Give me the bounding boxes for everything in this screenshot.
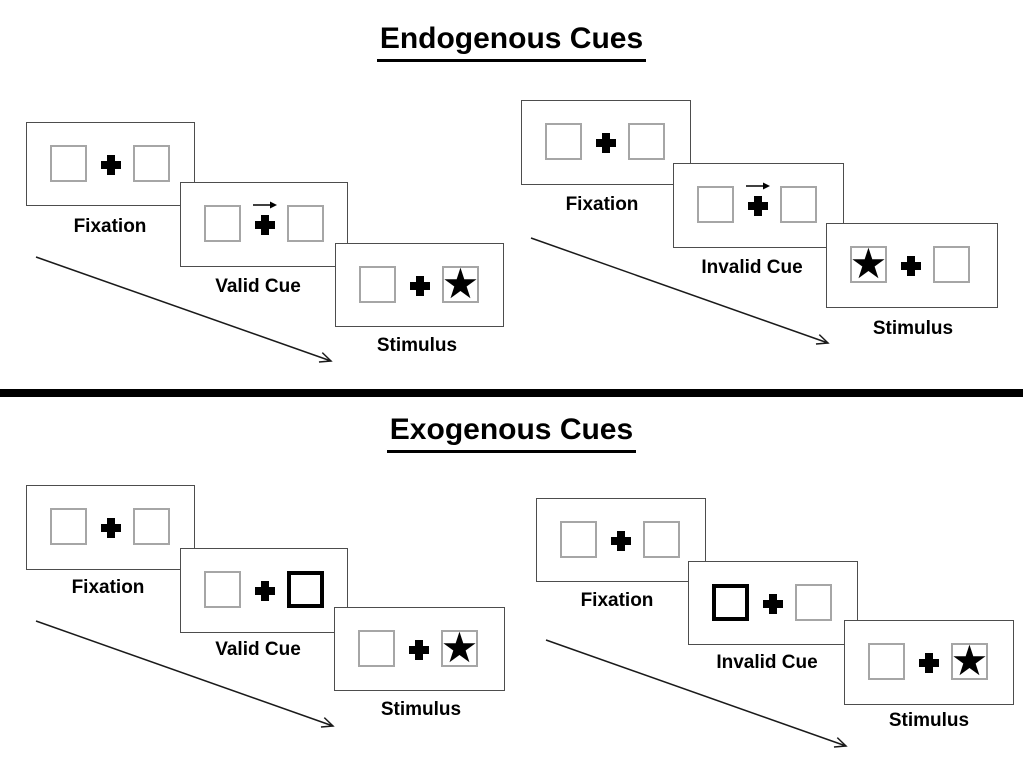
exogenous-invalid-timeline-arrow: [545, 639, 848, 748]
endogenous-section-title: Endogenous Cues: [0, 22, 1023, 62]
left-box: [697, 186, 734, 223]
endogenous-invalid-timeline-arrow: [530, 237, 830, 345]
step-label-invalid-cue: Invalid Cue: [701, 257, 803, 278]
fixation-cross-icon: [255, 581, 275, 601]
fixation-cross-icon: [748, 196, 768, 216]
left-box: [50, 145, 87, 182]
left-box: [204, 205, 241, 242]
right-arrow-cue-icon: [746, 182, 770, 190]
right-box: [780, 186, 817, 223]
fixation-cross-icon: [596, 133, 616, 153]
right-box: [643, 521, 680, 558]
step-label-invalid-cue: Invalid Cue: [716, 652, 818, 673]
right-box: [287, 205, 324, 242]
left-box: [50, 508, 87, 545]
exogenous-valid-fixation-panel: [26, 485, 195, 570]
right-box: [933, 246, 970, 283]
right-box-bold-cue: [287, 571, 324, 608]
right-box-with-star: ★: [441, 259, 480, 308]
left-box-with-star: ★: [849, 239, 888, 288]
fixation-cross-icon: [409, 640, 429, 660]
exogenous-title-text: Exogenous Cues: [386, 413, 637, 453]
exogenous-valid-cue-panel: [180, 548, 348, 633]
fixation-cross-icon: [410, 276, 430, 296]
exogenous-invalid-stimulus-panel: ★: [844, 620, 1014, 705]
left-box: [545, 123, 582, 160]
step-label-stimulus: Stimulus: [888, 710, 970, 731]
fixation-cross-icon: [919, 653, 939, 673]
step-label-stimulus: Stimulus: [376, 335, 458, 356]
left-box: [204, 571, 241, 608]
right-box-with-star: ★: [440, 623, 479, 672]
endogenous-valid-cue-panel: [180, 182, 348, 267]
fixation-cross-icon: [901, 256, 921, 276]
step-label-fixation: Fixation: [565, 194, 639, 215]
exogenous-invalid-cue-panel: [688, 561, 858, 645]
right-box: [133, 508, 170, 545]
step-label-valid-cue: Valid Cue: [215, 276, 301, 297]
exogenous-section-title: Exogenous Cues: [0, 413, 1023, 453]
left-box: [560, 521, 597, 558]
fixation-cross-icon: [611, 531, 631, 551]
right-box: [628, 123, 665, 160]
endogenous-valid-fixation-panel: [26, 122, 195, 206]
right-arrow-cue-icon: [253, 201, 277, 209]
left-box: [358, 630, 395, 667]
left-box-bold-cue: [712, 584, 749, 621]
left-box: [868, 643, 905, 680]
star-stimulus-icon: ★: [440, 623, 479, 672]
exogenous-valid-stimulus-panel: ★: [334, 607, 505, 691]
endogenous-invalid-stimulus-panel: ★: [826, 223, 998, 308]
star-stimulus-icon: ★: [441, 259, 480, 308]
fixation-cross-icon: [101, 155, 121, 175]
right-box-with-star: ★: [950, 636, 989, 685]
star-stimulus-icon: ★: [849, 239, 888, 288]
step-label-stimulus: Stimulus: [872, 318, 954, 339]
endogenous-invalid-fixation-panel: [521, 100, 691, 185]
step-label-fixation: Fixation: [580, 590, 654, 611]
section-divider-bar: [0, 389, 1023, 397]
step-label-stimulus: Stimulus: [380, 699, 462, 720]
endogenous-valid-stimulus-panel: ★: [335, 243, 504, 327]
fixation-cross-icon: [763, 594, 783, 614]
fixation-cross-icon: [255, 215, 275, 235]
endogenous-invalid-cue-panel: [673, 163, 844, 248]
fixation-cross-icon: [101, 518, 121, 538]
right-box: [133, 145, 170, 182]
step-label-fixation: Fixation: [73, 216, 147, 237]
step-label-valid-cue: Valid Cue: [215, 639, 301, 660]
exogenous-invalid-fixation-panel: [536, 498, 706, 582]
right-box: [795, 584, 832, 621]
step-label-fixation: Fixation: [71, 577, 145, 598]
left-box: [359, 266, 396, 303]
exogenous-valid-timeline-arrow: [35, 620, 335, 728]
endogenous-valid-timeline-arrow: [35, 256, 333, 363]
star-stimulus-icon: ★: [950, 636, 989, 685]
endogenous-title-text: Endogenous Cues: [376, 22, 647, 62]
